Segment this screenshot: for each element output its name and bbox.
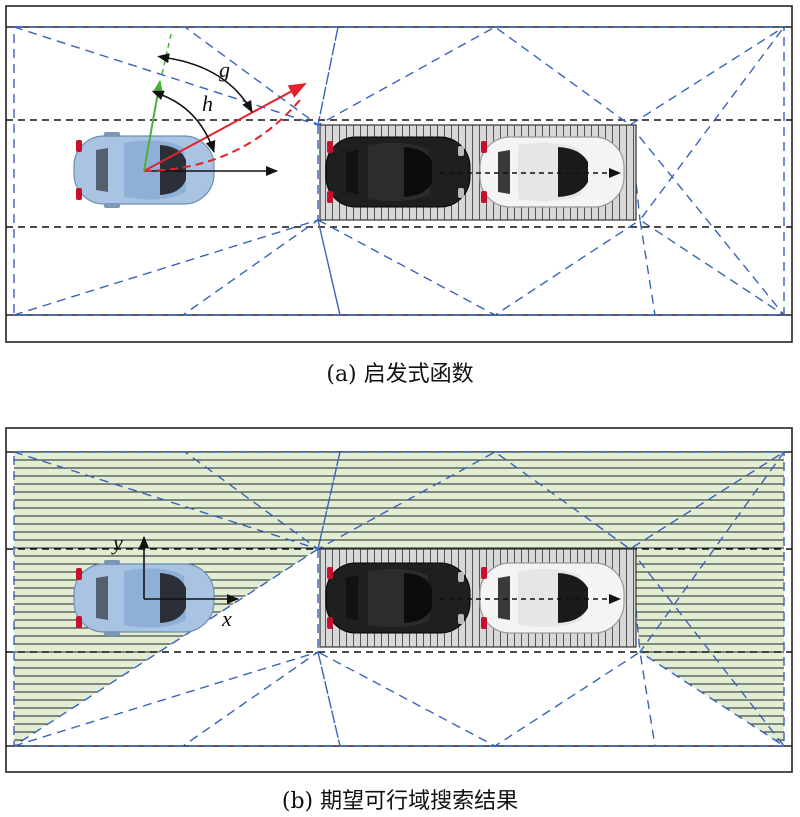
- triangulation-mesh: [13, 26, 785, 316]
- parked-car-black-icon: [325, 136, 471, 208]
- angle-label-h: h: [202, 91, 213, 116]
- triangulation-mesh: [13, 451, 785, 747]
- angle-arc-h: [151, 90, 216, 153]
- parked-car-white-icon: [479, 136, 625, 208]
- caption-a: (a) 启发式函数: [326, 362, 473, 387]
- angle-arc-g: [157, 53, 253, 113]
- panel-b: x y (b) 期望可行域搜索结果: [5, 427, 793, 814]
- heuristic-direction-arrow: [143, 83, 307, 172]
- road-boundary: [5, 5, 793, 343]
- angle-label-g: g: [219, 57, 230, 82]
- axis-label-x: x: [221, 606, 232, 631]
- feasible-region: [14, 452, 784, 746]
- panel-a: g h (a) 启发式函数: [5, 5, 793, 387]
- caption-b: (b) 期望可行域搜索结果: [282, 789, 518, 814]
- axis-label-y: y: [111, 530, 123, 555]
- road-boundary: [5, 427, 793, 773]
- goal-direction-extension: [161, 29, 173, 75]
- parked-car-white-icon: [479, 562, 625, 634]
- parked-car-black-icon: [325, 562, 471, 634]
